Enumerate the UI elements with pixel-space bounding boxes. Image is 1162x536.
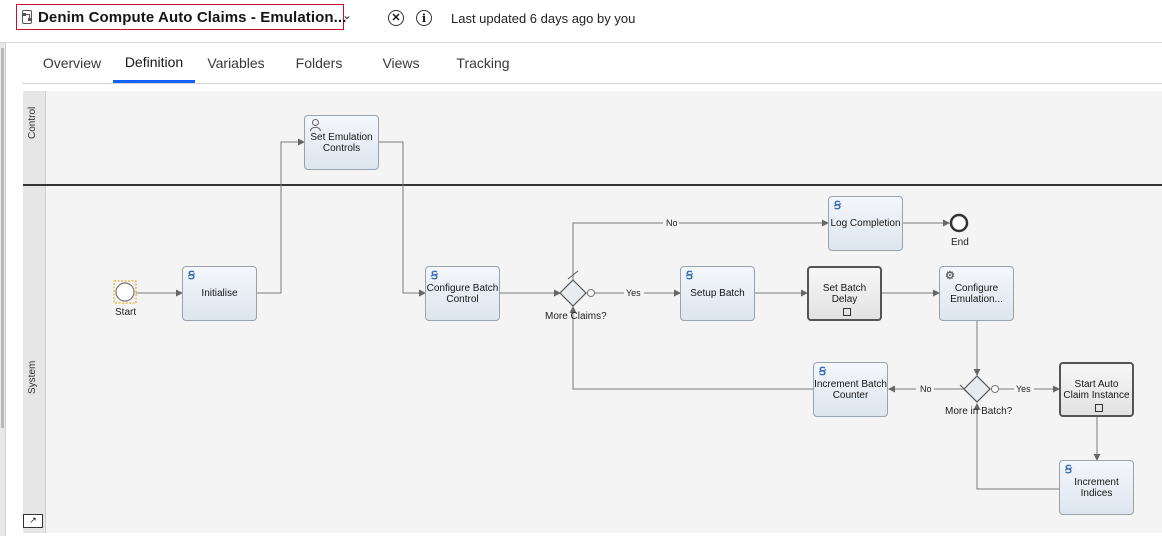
flow-indices-moreinbatch <box>973 403 1059 490</box>
activity-initialise[interactable]: Ꞩ Initialise <box>182 266 257 321</box>
close-icon[interactable]: ✕ <box>388 10 404 26</box>
edge-yes-claims: Yes <box>626 288 641 298</box>
lane-system-header: System <box>23 186 46 533</box>
lane-divider <box>23 184 1162 186</box>
edge-yes-batch: Yes <box>1016 384 1031 394</box>
activity-increment-batch-counter[interactable]: Ꞩ Increment Batch Counter <box>813 362 888 417</box>
script-task-icon: Ꞩ <box>188 270 195 282</box>
gateway-more-claims <box>559 270 595 307</box>
script-task-icon: Ꞩ <box>431 270 438 282</box>
process-title-selector[interactable]: Denim Compute Auto Claims - Emulation... <box>16 4 347 30</box>
start-label: Start <box>115 307 137 318</box>
flow-emulation-batchcontrol <box>379 141 426 297</box>
activity-set-emulation-controls[interactable]: Set Emulation Controls <box>304 115 379 170</box>
info-icon[interactable]: i <box>416 10 432 26</box>
header: Denim Compute Auto Claims - Emulation...… <box>0 0 1162 43</box>
process-icon <box>22 10 32 24</box>
script-task-icon: Ꞩ <box>686 270 693 282</box>
script-task-icon: Ꞩ <box>834 200 841 212</box>
end-label: End <box>951 237 969 248</box>
tab-variables[interactable]: Variables <box>207 55 265 71</box>
activity-label: Log Completion <box>830 218 901 229</box>
activity-label: Set Batch Delay <box>822 282 867 305</box>
gear-icon: ⚙ <box>945 270 955 282</box>
expand-subprocess-icon <box>843 308 851 316</box>
edge-no-batch: No <box>920 384 932 394</box>
activity-label: Set Emulation Controls <box>310 131 373 154</box>
activity-start-auto-claim-instance[interactable]: Start Auto Claim Instance <box>1059 362 1134 417</box>
edge-no-top: No <box>666 218 678 228</box>
more-claims-label: More Claims? <box>545 311 607 322</box>
scrollbar-thumb[interactable] <box>1 48 4 428</box>
tab-folders[interactable]: Folders <box>295 55 343 71</box>
end-event <box>949 213 969 233</box>
activity-label: Start Auto Claim Instance <box>1063 378 1130 401</box>
tab-bar: Overview Definition Variables Folders Vi… <box>22 43 1162 84</box>
tab-overview[interactable]: Overview <box>42 55 102 71</box>
tab-views[interactable]: Views <box>382 55 420 71</box>
activity-setup-batch[interactable]: Ꞩ Setup Batch <box>680 266 755 321</box>
chevron-down-icon[interactable]: ⌄ <box>342 8 353 22</box>
expand-subprocess-icon <box>1095 404 1103 412</box>
tab-definition[interactable]: Definition <box>113 43 195 83</box>
expand-canvas-icon[interactable]: ↗ <box>23 514 43 528</box>
script-task-icon: Ꞩ <box>1065 464 1072 476</box>
process-title: Denim Compute Auto Claims - Emulation... <box>38 8 347 26</box>
activity-label: Setup Batch <box>690 288 745 299</box>
lane-control-header: Control <box>23 91 46 184</box>
flow-moreclaims-log <box>572 219 829 280</box>
gateway-more-in-batch <box>959 375 999 403</box>
process-diagram-canvas[interactable]: Control System <box>23 91 1162 533</box>
flow-increment-moreclaims <box>569 306 813 390</box>
activity-label: Configure Batch Control <box>426 282 499 305</box>
tab-tracking[interactable]: Tracking <box>456 55 510 71</box>
activity-log-completion[interactable]: Ꞩ Log Completion <box>828 196 903 251</box>
activity-configure-emulation[interactable]: ⚙ Configure Emulation... <box>939 266 1014 321</box>
activity-label: Configure Emulation... <box>950 282 1003 305</box>
start-event <box>113 280 137 304</box>
activity-increment-indices[interactable]: Ꞩ Increment Indices <box>1059 460 1134 515</box>
activity-set-batch-delay[interactable]: Set Batch Delay <box>807 266 882 321</box>
activity-label: Increment Indices <box>1074 476 1119 499</box>
left-scrollbar[interactable] <box>0 0 6 536</box>
last-updated-text: Last updated 6 days ago by you <box>451 11 636 26</box>
flow-initialise-emulation <box>257 138 305 294</box>
script-task-icon: Ꞩ <box>819 366 826 378</box>
sequence-flows <box>113 138 1101 490</box>
user-task-icon <box>310 119 321 134</box>
more-in-batch-label: More in Batch? <box>945 406 1013 417</box>
activity-label: Increment Batch Counter <box>814 378 887 401</box>
activity-configure-batch-control[interactable]: Ꞩ Configure Batch Control <box>425 266 500 321</box>
activity-label: Initialise <box>201 288 238 299</box>
